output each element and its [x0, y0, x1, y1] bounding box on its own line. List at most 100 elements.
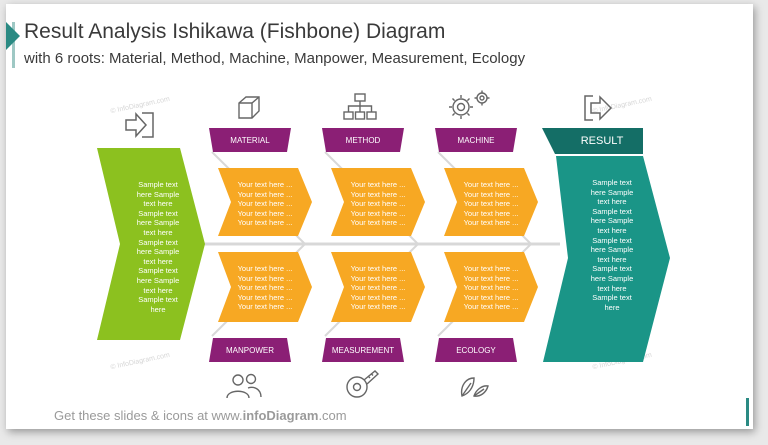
start-text-line: Sample text [138, 208, 178, 218]
footer-brand: infoDiagram [242, 408, 319, 423]
cause-label-method: METHOD [345, 135, 381, 145]
cause-label-machine: MACHINE [457, 135, 495, 145]
bone-block-method [331, 168, 425, 236]
bone-text-line: Your text here ... [350, 264, 406, 273]
bone-text-line: Your text here ... [463, 199, 519, 209]
start-text-line: here Sample [136, 218, 180, 228]
bone-text-line: Your text here ... [237, 264, 293, 273]
bone-text-line: Your text here ... [237, 208, 293, 218]
cause-label-material: MATERIAL [230, 135, 270, 145]
bone-text-line: Your text here ... [237, 189, 293, 199]
bone-text-line: Your text here ... [237, 283, 293, 293]
result-text-line: Sample text [592, 293, 632, 303]
hierarchy-icon [342, 92, 378, 127]
bone-text-line: Your text here ... [350, 283, 406, 293]
start-text-line: here Sample [136, 275, 180, 285]
bone-text-line: Your text here ... [463, 180, 519, 189]
bone-text-manpower: Your text here ... Your text here ... Yo… [232, 264, 298, 312]
cause-tag-measurement [322, 338, 404, 362]
cause-tag-machine [435, 128, 517, 152]
start-text-line: text here [143, 199, 173, 209]
start-text-line: Sample text [138, 266, 178, 276]
bone-block-machine [444, 168, 538, 236]
cause-tag-manpower [209, 338, 291, 362]
bone-text-method: Your text here ... Your text here ... Yo… [345, 180, 411, 228]
start-text-line: here [150, 304, 166, 314]
cause-tag-ecology [435, 338, 517, 362]
bone-text-line: Your text here ... [463, 189, 519, 199]
cube-icon [235, 94, 263, 127]
start-text-line: text here [143, 285, 173, 295]
bone-text-line: Your text here ... [350, 302, 406, 312]
gears-icon [446, 89, 494, 126]
bone-text-line: Your text here ... [463, 273, 519, 283]
bone-block-material [218, 168, 312, 236]
slide-title: Result Analysis Ishikawa (Fishbone) Diag… [24, 20, 446, 43]
cause-label-measurement: MEASUREMENT [331, 345, 395, 355]
bone-text-ecology: Your text here ... Your text here ... Yo… [458, 264, 524, 312]
bone-text-line: Your text here ... [237, 273, 293, 283]
right-accent-bar [746, 398, 749, 426]
result-text-line: text here [597, 283, 627, 293]
result-text-line: here Sample [590, 273, 634, 283]
result-text-line: Sample text [592, 178, 632, 187]
result-text-line: here Sample [590, 245, 634, 255]
slide-subtitle: with 6 roots: Material, Method, Machine,… [24, 50, 526, 67]
cause-tag-method [322, 128, 404, 152]
bone-block-ecology [444, 252, 538, 322]
tape-measure-icon [344, 368, 380, 405]
bone-text-line: Your text here ... [463, 283, 519, 293]
result-text-line: Sample text [592, 206, 632, 216]
result-block-text: Sample text here Sample text here Sample… [582, 178, 642, 312]
result-label: RESULT [580, 135, 624, 147]
start-text-line: Sample text [138, 295, 178, 305]
bone-text-line: Your text here ... [463, 292, 519, 302]
corner-accent-tab [6, 22, 20, 50]
result-text-line: text here [597, 254, 627, 264]
start-text-line: text here [143, 227, 173, 237]
bone-block-manpower [218, 252, 312, 322]
bone-text-line: Your text here ... [350, 218, 406, 228]
leaves-icon [458, 372, 490, 405]
bone-text-line: Your text here ... [350, 189, 406, 199]
bone-text-line: Your text here ... [237, 218, 293, 228]
footer-prefix: Get these slides & icons at www. [54, 408, 243, 423]
bone-block-measurement [331, 252, 425, 322]
bone-text-line: Your text here ... [237, 302, 293, 312]
footer-suffix: .com [318, 408, 347, 423]
bone-text-line: Your text here ... [237, 180, 293, 189]
cause-tag-material [209, 128, 291, 152]
start-text-line: Sample text [138, 180, 178, 189]
bone-text-line: Your text here ... [463, 264, 519, 273]
start-chevron [97, 148, 205, 340]
start-block-text: Sample text here Sample text here Sample… [128, 180, 188, 314]
result-text-line: Sample text [592, 264, 632, 274]
bone-text-line: Your text here ... [237, 199, 293, 209]
bone-text-line: Your text here ... [463, 218, 519, 228]
exit-arrow-icon [583, 93, 613, 128]
cause-label-manpower: MANPOWER [226, 345, 274, 355]
bone-text-line: Your text here ... [350, 199, 406, 209]
bone-text-measurement: Your text here ... Your text here ... Yo… [345, 264, 411, 312]
bone-text-material: Your text here ... Your text here ... Yo… [232, 180, 298, 228]
result-chevron [543, 156, 670, 362]
footer-credit: Get these slides & icons at www.infoDiag… [54, 408, 347, 423]
bone-text-line: Your text here ... [350, 180, 406, 189]
enter-arrow-icon [124, 110, 156, 145]
bone-text-line: Your text here ... [463, 208, 519, 218]
bone-text-line: Your text here ... [350, 292, 406, 302]
people-icon [224, 372, 264, 405]
result-text-line: Sample text [592, 235, 632, 245]
bone-text-line: Your text here ... [350, 273, 406, 283]
bone-text-machine: Your text here ... Your text here ... Yo… [458, 180, 524, 228]
result-header [542, 128, 643, 154]
start-text-line: here Sample [136, 247, 180, 257]
start-text-line: Sample text [138, 237, 178, 247]
result-text-line: text here [597, 225, 627, 235]
result-text-line: here Sample [590, 216, 634, 226]
result-text-line: here [604, 302, 620, 312]
result-text-line: here Sample [590, 187, 634, 197]
bone-text-line: Your text here ... [237, 292, 293, 302]
start-text-line: text here [143, 256, 173, 266]
